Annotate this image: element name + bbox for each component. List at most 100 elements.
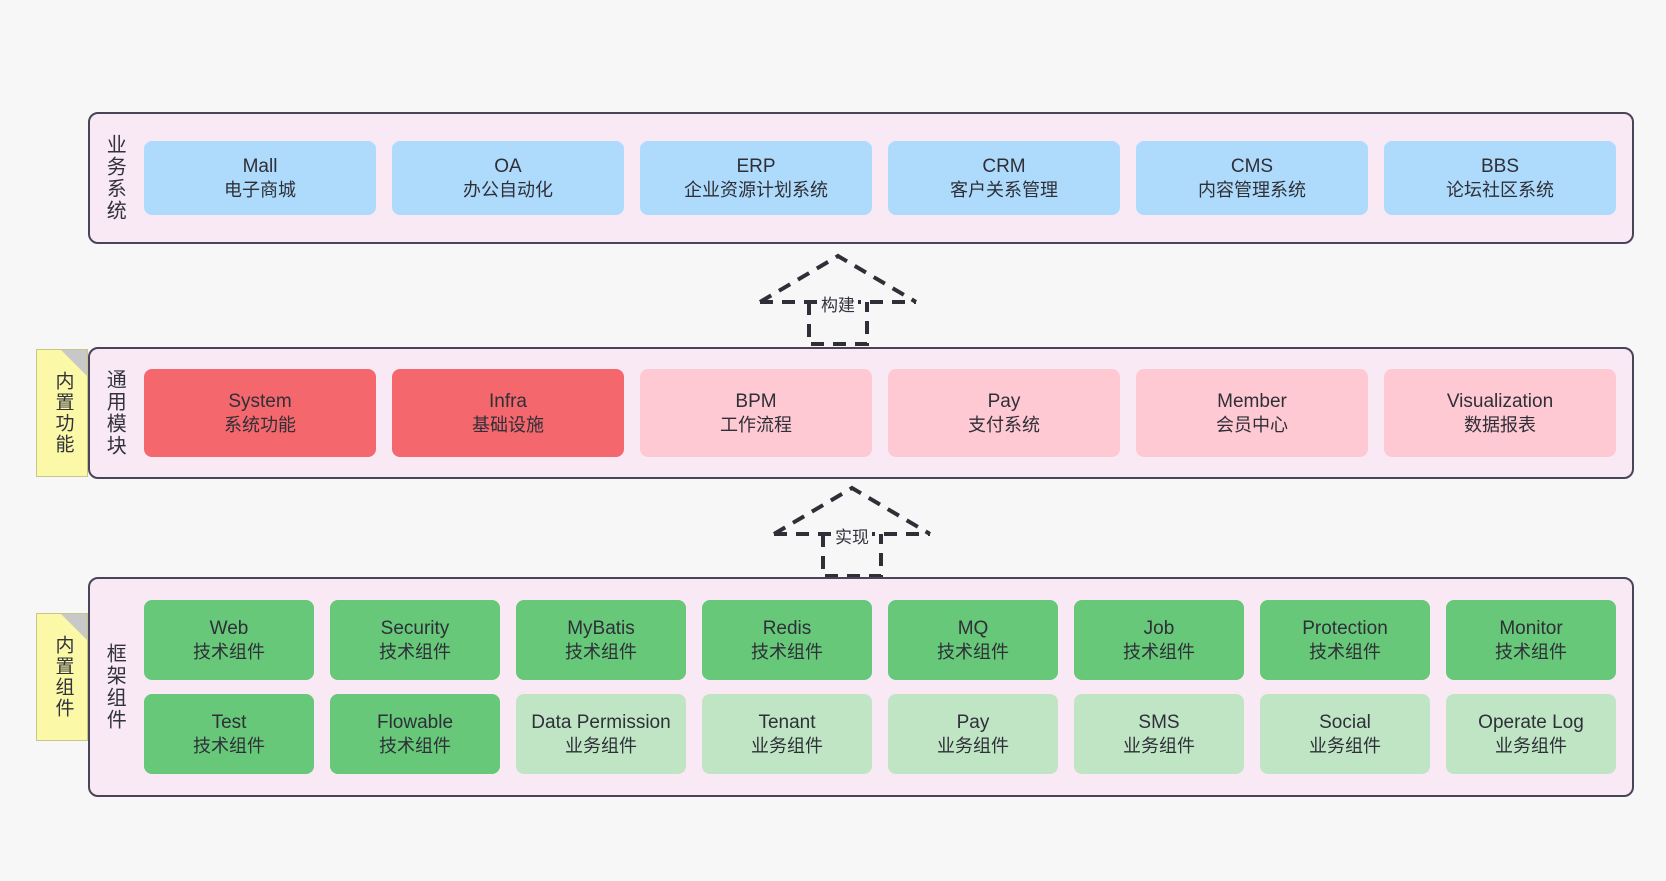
connector-build: 构建	[748, 250, 928, 346]
card-pay-module[interactable]: Pay 支付系统	[888, 369, 1120, 457]
card-visualization[interactable]: Visualization 数据报表	[1384, 369, 1616, 457]
card-title-en: Job	[1143, 617, 1175, 639]
card-sms[interactable]: SMS 业务组件	[1074, 694, 1244, 774]
card-title-cn: 技术组件	[379, 735, 451, 756]
card-crm[interactable]: CRM 客户关系管理	[888, 141, 1120, 215]
card-title-cn: 基础设施	[472, 414, 544, 435]
card-flowable[interactable]: Flowable 技术组件	[330, 694, 500, 774]
card-title-en: SMS	[1138, 711, 1180, 733]
card-bpm[interactable]: BPM 工作流程	[640, 369, 872, 457]
card-monitor[interactable]: Monitor 技术组件	[1446, 600, 1616, 680]
card-title-en: CMS	[1230, 155, 1274, 177]
card-pay-component[interactable]: Pay 业务组件	[888, 694, 1058, 774]
layer-business-systems: 业务系统 Mall 电子商城 OA 办公自动化 ERP 企业资源计划系统 CRM…	[88, 112, 1634, 244]
card-member[interactable]: Member 会员中心	[1136, 369, 1368, 457]
card-title-en: Pay	[956, 711, 990, 733]
card-title-cn: 电子商城	[224, 179, 296, 200]
card-title-cn: 技术组件	[1495, 641, 1567, 662]
card-system[interactable]: System 系统功能	[144, 369, 376, 457]
card-title-en: ERP	[736, 155, 776, 177]
card-title-en: Flowable	[376, 711, 454, 733]
layer-common-modules: 通用模块 System 系统功能 Infra 基础设施 BPM 工作流程 Pay…	[88, 347, 1634, 479]
card-title-en: Monitor	[1499, 617, 1563, 639]
card-redis[interactable]: Redis 技术组件	[702, 600, 872, 680]
card-title-cn: 企业资源计划系统	[684, 179, 828, 200]
card-title-en: Pay	[987, 390, 1021, 412]
card-title-en: Mall	[242, 155, 278, 177]
card-title-cn: 业务组件	[1309, 735, 1381, 756]
card-cms[interactable]: CMS 内容管理系统	[1136, 141, 1368, 215]
card-title-cn: 技术组件	[937, 641, 1009, 662]
card-job[interactable]: Job 技术组件	[1074, 600, 1244, 680]
card-title-cn: 技术组件	[565, 641, 637, 662]
layer-framework-components: 框架组件 Web 技术组件 Security 技术组件 MyBatis 技术组件…	[88, 577, 1634, 797]
card-title-cn: 技术组件	[193, 735, 265, 756]
card-social[interactable]: Social 业务组件	[1260, 694, 1430, 774]
card-title-en: Visualization	[1446, 390, 1554, 412]
card-title-cn: 办公自动化	[463, 179, 553, 200]
connector-implement: 实现	[762, 482, 942, 578]
card-title-en: MQ	[957, 617, 989, 639]
card-title-cn: 业务组件	[565, 735, 637, 756]
modules-card-list: System 系统功能 Infra 基础设施 BPM 工作流程 Pay 支付系统…	[138, 349, 1632, 477]
card-title-en: Tenant	[758, 711, 816, 733]
card-title-en: MyBatis	[567, 617, 635, 639]
card-mq[interactable]: MQ 技术组件	[888, 600, 1058, 680]
card-title-en: Social	[1319, 711, 1371, 733]
card-operate-log[interactable]: Operate Log 业务组件	[1446, 694, 1616, 774]
card-title-cn: 系统功能	[224, 414, 296, 435]
card-title-cn: 技术组件	[751, 641, 823, 662]
card-security[interactable]: Security 技术组件	[330, 600, 500, 680]
card-title-cn: 业务组件	[937, 735, 1009, 756]
connector-label-build: 构建	[818, 290, 858, 317]
card-title-en: Redis	[762, 617, 812, 639]
card-infra[interactable]: Infra 基础设施	[392, 369, 624, 457]
card-title-en: Protection	[1302, 617, 1388, 639]
sticky-note-builtin-components: 内置组件	[36, 613, 88, 741]
card-title-cn: 业务组件	[1495, 735, 1567, 756]
card-title-cn: 技术组件	[1123, 641, 1195, 662]
business-card-list: Mall 电子商城 OA 办公自动化 ERP 企业资源计划系统 CRM 客户关系…	[138, 114, 1632, 242]
sticky-note-builtin-features: 内置功能	[36, 349, 88, 477]
card-web[interactable]: Web 技术组件	[144, 600, 314, 680]
card-title-cn: 业务组件	[1123, 735, 1195, 756]
card-title-cn: 支付系统	[968, 414, 1040, 435]
card-title-cn: 论坛社区系统	[1446, 179, 1554, 200]
card-title-cn: 技术组件	[193, 641, 265, 662]
layer-title-modules: 通用模块	[103, 369, 126, 457]
card-test[interactable]: Test 技术组件	[144, 694, 314, 774]
card-bbs[interactable]: BBS 论坛社区系统	[1384, 141, 1616, 215]
framework-row-biz: Test 技术组件 Flowable 技术组件 Data Permission …	[144, 694, 1616, 774]
layer-title-business: 业务系统	[103, 134, 126, 222]
card-title-cn: 技术组件	[1309, 641, 1381, 662]
card-title-en: Operate Log	[1478, 711, 1584, 733]
card-mall[interactable]: Mall 电子商城	[144, 141, 376, 215]
layer-title-framework: 框架组件	[103, 643, 126, 731]
card-title-en: System	[228, 390, 292, 412]
card-protection[interactable]: Protection 技术组件	[1260, 600, 1430, 680]
card-title-en: Infra	[488, 390, 528, 412]
card-title-en: Data Permission	[531, 711, 671, 733]
card-title-cn: 会员中心	[1216, 414, 1288, 435]
card-title-en: Member	[1217, 390, 1287, 412]
card-title-en: BPM	[735, 390, 777, 412]
card-erp[interactable]: ERP 企业资源计划系统	[640, 141, 872, 215]
framework-row-tech: Web 技术组件 Security 技术组件 MyBatis 技术组件 Redi…	[144, 600, 1616, 680]
card-title-en: Web	[209, 617, 249, 639]
card-title-en: OA	[494, 155, 522, 177]
card-title-en: Security	[380, 617, 450, 639]
card-title-cn: 客户关系管理	[950, 179, 1058, 200]
card-oa[interactable]: OA 办公自动化	[392, 141, 624, 215]
card-title-cn: 业务组件	[751, 735, 823, 756]
card-title-cn: 内容管理系统	[1198, 179, 1306, 200]
card-title-cn: 数据报表	[1464, 414, 1536, 435]
framework-card-list: Web 技术组件 Security 技术组件 MyBatis 技术组件 Redi…	[138, 579, 1632, 795]
card-tenant[interactable]: Tenant 业务组件	[702, 694, 872, 774]
connector-label-implement: 实现	[832, 522, 872, 549]
card-mybatis[interactable]: MyBatis 技术组件	[516, 600, 686, 680]
card-title-en: Test	[211, 711, 247, 733]
card-data-permission[interactable]: Data Permission 业务组件	[516, 694, 686, 774]
card-title-en: CRM	[982, 155, 1026, 177]
card-title-cn: 工作流程	[720, 414, 792, 435]
